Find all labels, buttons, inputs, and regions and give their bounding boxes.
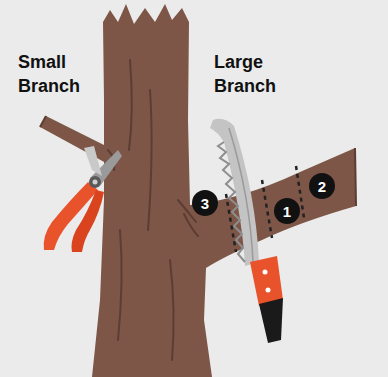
pruner-pivot: [93, 180, 98, 185]
callout-number: 1: [283, 204, 291, 219]
saw-blade: [210, 119, 259, 266]
pruning-saw: [210, 119, 283, 343]
cut-line: [262, 180, 272, 238]
bark-line: [148, 90, 152, 230]
callout-number: 2: [318, 179, 326, 194]
part-label: Small Branch: [18, 50, 90, 98]
saw-spine: [229, 128, 253, 262]
callout-circle: 3: [192, 190, 218, 216]
pruner-handle: [72, 190, 105, 252]
pruner-pivot: [89, 176, 101, 188]
branch-tip: [40, 116, 46, 127]
hand-pruners: [44, 146, 122, 252]
saw-rivet: [266, 288, 271, 293]
bark-line: [118, 230, 122, 340]
part-label: Large Branch: [214, 50, 286, 98]
saw-handle: [250, 256, 283, 306]
saw-grip: [259, 298, 283, 343]
saw-rivet: [263, 270, 268, 275]
pruner-blade: [84, 146, 102, 176]
saw-teeth: [218, 142, 245, 262]
callout-circle: 1: [274, 198, 300, 224]
branch-end: [355, 148, 356, 206]
bark-line: [170, 260, 174, 360]
tree-trunk: [92, 4, 356, 377]
callout-number: 3: [201, 196, 209, 211]
callout-circle: 2: [309, 173, 335, 199]
bark-lines: [108, 60, 198, 360]
bark-line: [129, 60, 132, 150]
